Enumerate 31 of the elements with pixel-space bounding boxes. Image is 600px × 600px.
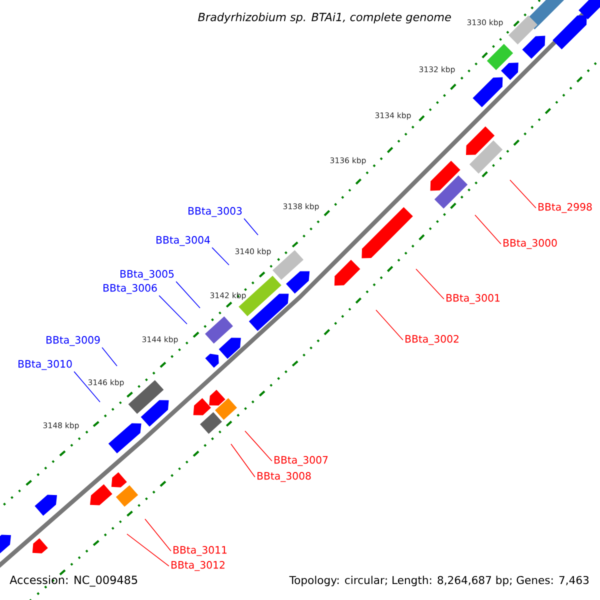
gene-label: BBta_3003 — [188, 207, 242, 217]
leader-line — [144, 518, 172, 552]
gene-label: BBta_3008 — [258, 472, 311, 482]
gene-label: BBta_3010 — [18, 360, 72, 370]
gene-label: BBta_3012 — [172, 561, 224, 571]
gene-label: BBta_3006 — [104, 284, 157, 294]
gene-label: BBta_3000 — [504, 239, 557, 249]
leader-line — [158, 295, 188, 324]
leader-line — [74, 371, 100, 402]
gene-label: BBta_3004 — [156, 236, 210, 246]
footer-text: Accession: NC_009485 — [10, 575, 138, 587]
leader-line — [376, 310, 404, 340]
leader-line — [230, 444, 256, 478]
leader-line — [510, 180, 536, 208]
gene-label: BBta_3007 — [274, 456, 328, 466]
leader-line — [176, 281, 200, 308]
gene-label: BBta_3002 — [406, 335, 458, 345]
gene-label: BBta_2998 — [538, 203, 592, 213]
footer-text: Topology: circular; Length: 8,264,687 bp; Genes: 7,463 — [289, 576, 589, 586]
leader-line — [416, 268, 444, 300]
gene-label: BBta_3009 — [46, 336, 100, 346]
leader-line — [474, 214, 502, 244]
leader-line — [102, 347, 118, 366]
leader-line — [212, 247, 230, 266]
gene-label: BBta_3001 — [446, 294, 500, 304]
title: Bradyrhizobium sp. BTAi1, complete genome — [198, 12, 451, 24]
leader-line — [244, 430, 272, 462]
leader-line — [244, 218, 258, 236]
gene-label: BBta_3011 — [174, 546, 227, 556]
leader-line — [126, 534, 170, 566]
gene-label: BBta_3005 — [120, 270, 174, 280]
